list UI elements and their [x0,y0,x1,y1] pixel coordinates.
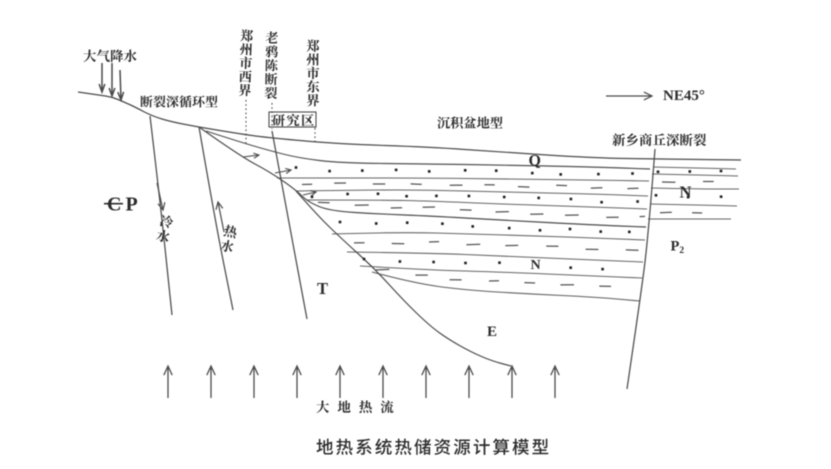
svg-text:T: T [317,279,328,298]
svg-text:Q: Q [529,153,541,170]
svg-text:N: N [680,183,692,202]
svg-text:E: E [487,324,497,340]
svg-text:NE45°: NE45° [663,88,705,104]
svg-text:P: P [126,194,138,216]
svg-text:C: C [107,194,121,216]
svg-text:N: N [531,258,541,273]
